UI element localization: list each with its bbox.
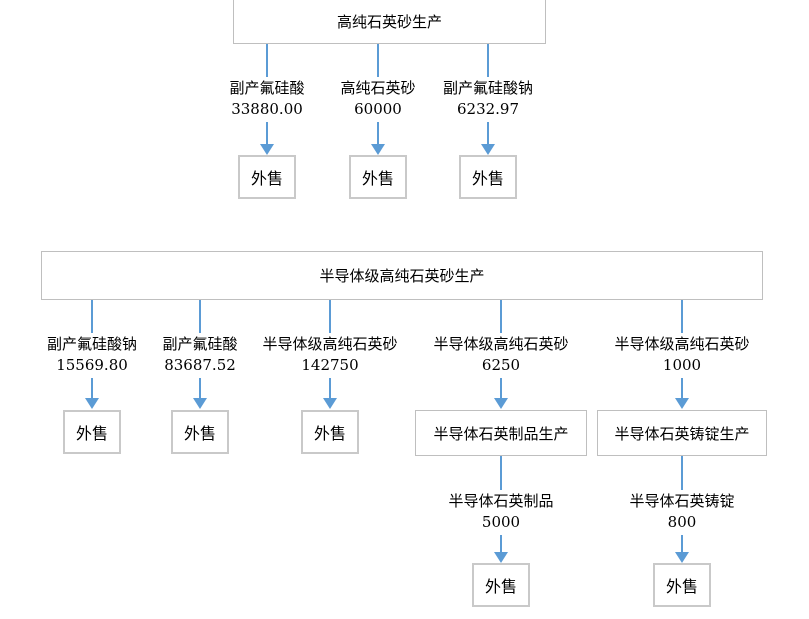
- sale-box: 外售: [472, 563, 530, 607]
- flow-label: 副产氟硅酸钠 15569.80: [47, 334, 137, 376]
- process-box-quartz-products: 半导体石英制品生产: [415, 410, 587, 456]
- sale-box: 外售: [349, 155, 407, 199]
- material-quantity: 142750: [301, 356, 359, 374]
- arrow-stem: [199, 378, 201, 399]
- arrow-stem: [500, 378, 502, 399]
- flow-label: 副产氟硅酸 83687.52: [162, 334, 237, 376]
- material-quantity: 6232.97: [456, 100, 520, 118]
- material-name: 高纯石英砂: [340, 79, 416, 97]
- arrow-stem: [91, 378, 93, 399]
- arrow-stem: [487, 122, 489, 145]
- material-name: 半导体级高纯石英砂: [614, 335, 750, 353]
- material-name: 半导体级高纯石英砂: [262, 335, 398, 353]
- connector-line: [681, 456, 683, 490]
- arrow-down-icon: [494, 398, 508, 409]
- arrow-down-icon: [675, 398, 689, 409]
- sale-box: 外售: [653, 563, 711, 607]
- material-name: 副产氟硅酸: [162, 335, 238, 353]
- material-name: 半导体石英制品: [448, 492, 554, 510]
- material-name: 副产氟硅酸: [229, 79, 305, 97]
- flow-label: 高纯石英砂 60000: [340, 78, 415, 120]
- sale-box: 外售: [459, 155, 517, 199]
- flow-label: 副产氟硅酸钠 6232.97: [443, 78, 533, 120]
- material-quantity: 33880.00: [231, 100, 303, 118]
- material-quantity: 1000: [662, 356, 702, 374]
- material-name: 副产氟硅酸钠: [46, 335, 138, 353]
- connector-line: [91, 300, 93, 333]
- material-name: 半导体石英铸锭: [629, 492, 735, 510]
- material-quantity: 5000: [481, 513, 521, 531]
- material-quantity: 800: [667, 513, 697, 531]
- connector-line: [199, 300, 201, 333]
- connector-line: [266, 44, 268, 77]
- arrow-stem: [329, 378, 331, 399]
- flow-label: 半导体级高纯石英砂 6250: [433, 334, 568, 376]
- connector-line: [500, 300, 502, 333]
- arrow-down-icon: [260, 144, 274, 155]
- arrow-stem: [681, 378, 683, 399]
- sale-box: 外售: [171, 410, 229, 454]
- material-quantity: 83687.52: [164, 356, 236, 374]
- arrow-down-icon: [85, 398, 99, 409]
- connector-line: [329, 300, 331, 333]
- arrow-stem: [500, 535, 502, 553]
- process-box-semiconductor-sand: 半导体级高纯石英砂生产: [41, 251, 763, 300]
- sale-box: 外售: [238, 155, 296, 199]
- arrow-down-icon: [494, 552, 508, 563]
- connector-line: [500, 456, 502, 490]
- material-name: 半导体级高纯石英砂: [433, 335, 569, 353]
- arrow-down-icon: [675, 552, 689, 563]
- material-quantity: 60000: [354, 100, 402, 118]
- flow-label: 半导体石英制品 5000: [448, 491, 553, 533]
- sale-box: 外售: [63, 410, 121, 454]
- connector-line: [377, 44, 379, 77]
- arrow-down-icon: [481, 144, 495, 155]
- flow-label: 副产氟硅酸 33880.00: [229, 78, 304, 120]
- arrow-stem: [377, 122, 379, 145]
- flow-label: 半导体级高纯石英砂 142750: [262, 334, 397, 376]
- arrow-down-icon: [371, 144, 385, 155]
- material-quantity: 15569.80: [56, 356, 128, 374]
- connector-line: [681, 300, 683, 333]
- sale-box: 外售: [301, 410, 359, 454]
- process-box-quartz-ingots: 半导体石英铸锭生产: [597, 410, 767, 456]
- material-quantity: 6250: [481, 356, 521, 374]
- material-name: 副产氟硅酸钠: [442, 79, 534, 97]
- arrow-down-icon: [323, 398, 337, 409]
- process-box-quartz-sand: 高纯石英砂生产: [233, 0, 546, 44]
- flow-label: 半导体石英铸锭 800: [629, 491, 734, 533]
- connector-line: [487, 44, 489, 77]
- arrow-stem: [266, 122, 268, 145]
- flow-label: 半导体级高纯石英砂 1000: [614, 334, 749, 376]
- arrow-down-icon: [193, 398, 207, 409]
- arrow-stem: [681, 535, 683, 553]
